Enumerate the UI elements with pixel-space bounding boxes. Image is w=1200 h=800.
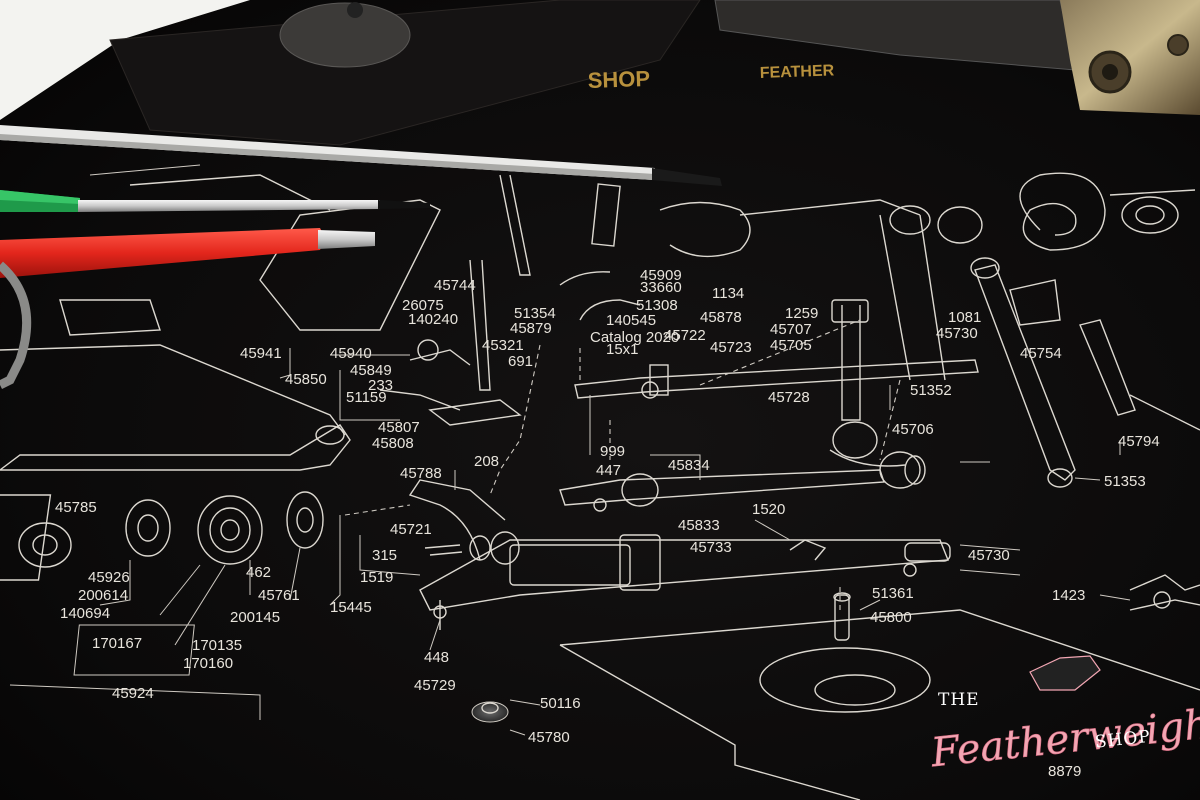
part-label: 45705 bbox=[770, 337, 812, 354]
part-label: 140694 bbox=[60, 605, 110, 622]
part-label: 51361 bbox=[872, 585, 914, 602]
part-label: 45785 bbox=[55, 499, 97, 516]
part-label: 45926 bbox=[88, 569, 130, 586]
part-label: 1520 bbox=[752, 501, 785, 518]
sewing-machine-icon bbox=[1029, 655, 1101, 691]
part-label: 1423 bbox=[1052, 587, 1085, 604]
part-label: 51159 bbox=[346, 389, 387, 406]
part-label: 45833 bbox=[678, 517, 720, 534]
part-label: 462 bbox=[246, 564, 271, 581]
part-label: 45850 bbox=[285, 371, 327, 388]
spool-pin-cap bbox=[279, 2, 411, 68]
part-label: 45754 bbox=[1020, 345, 1062, 362]
part-label: 1134 bbox=[712, 285, 744, 302]
part-label: 45761 bbox=[258, 587, 300, 604]
part-label: 45794 bbox=[1118, 433, 1160, 450]
part-label: 45723 bbox=[710, 339, 752, 356]
part-label: 45924 bbox=[112, 685, 154, 702]
part-label: 45728 bbox=[768, 389, 810, 406]
part-number-labels: 45785 45926 200614 140694 170167 170135 … bbox=[55, 267, 1160, 780]
part-label: 200614 bbox=[78, 587, 128, 604]
part-label: 45707 bbox=[770, 321, 812, 338]
book bbox=[109, 0, 701, 146]
part-label: 233 bbox=[368, 377, 393, 394]
part-label: 45730 bbox=[936, 325, 978, 342]
part-label: 51352 bbox=[910, 382, 952, 399]
part-label: 45729 bbox=[414, 677, 456, 694]
book-title: SHOP bbox=[587, 66, 650, 93]
part-label: 51354 bbox=[514, 305, 556, 322]
part-label: 33660 bbox=[640, 279, 682, 296]
part-label: 45808 bbox=[372, 435, 414, 452]
book-subtitle: FEATHER bbox=[760, 62, 835, 82]
part-label: 45849 bbox=[350, 362, 392, 379]
part-label: 45780 bbox=[528, 729, 570, 746]
part-label: 45730 bbox=[968, 547, 1010, 564]
part-label: 45733 bbox=[690, 539, 732, 556]
part-label: 45807 bbox=[378, 419, 420, 436]
white-screwdriver bbox=[0, 125, 722, 186]
part-label: 45834 bbox=[668, 457, 710, 474]
part-label: 140240 bbox=[408, 311, 458, 328]
part-label: 45878 bbox=[700, 309, 742, 326]
part-label: 170167 bbox=[92, 635, 142, 652]
part-label: 45940 bbox=[330, 345, 372, 362]
part-label: 448 bbox=[424, 649, 449, 666]
part-label: 50116 bbox=[540, 695, 581, 712]
logo-the: THE bbox=[938, 690, 980, 710]
part-label: 315 bbox=[372, 547, 397, 564]
part-label: 51308 bbox=[636, 297, 678, 314]
part-label: 45788 bbox=[400, 465, 442, 482]
part-label: 45721 bbox=[390, 521, 432, 538]
parts-diagram bbox=[0, 164, 1200, 800]
part-label: 999 bbox=[600, 443, 625, 460]
part-label: 45321 bbox=[482, 337, 524, 354]
part-label: 1259 bbox=[785, 305, 818, 322]
metal-ring bbox=[0, 261, 32, 390]
needle-note: 15x1 bbox=[606, 341, 639, 358]
green-screwdriver bbox=[0, 190, 430, 212]
part-label: 170135 bbox=[192, 637, 242, 654]
red-screwdriver bbox=[0, 228, 375, 278]
paper-corner bbox=[0, 0, 250, 120]
part-label: 45706 bbox=[892, 421, 934, 438]
catalog-note: Catalog 2020 bbox=[590, 329, 679, 346]
part-label: 200145 bbox=[230, 609, 280, 626]
part-label: 45744 bbox=[434, 277, 476, 294]
part-label: 1519 bbox=[360, 569, 393, 586]
part-label: 208 bbox=[474, 453, 499, 470]
part-label: 45800 bbox=[870, 609, 912, 626]
part-label: 45722 bbox=[664, 327, 706, 344]
metal-plate bbox=[714, 0, 1076, 71]
part-label: 45909 bbox=[640, 267, 682, 284]
brass-plate bbox=[1060, 0, 1200, 115]
part-label: 170160 bbox=[183, 655, 233, 672]
part-label: 26075 bbox=[402, 297, 444, 314]
part-label: 447 bbox=[596, 462, 621, 479]
part-label: 45941 bbox=[240, 345, 282, 362]
part-label: 1081 bbox=[948, 309, 981, 326]
part-label: 45879 bbox=[510, 320, 552, 337]
part-label: 691 bbox=[508, 353, 533, 370]
part-label: 51353 bbox=[1104, 473, 1146, 490]
part-label: 15445 bbox=[330, 599, 372, 616]
part-label: 8879 bbox=[1048, 763, 1081, 780]
part-label: 140545 bbox=[606, 312, 656, 329]
